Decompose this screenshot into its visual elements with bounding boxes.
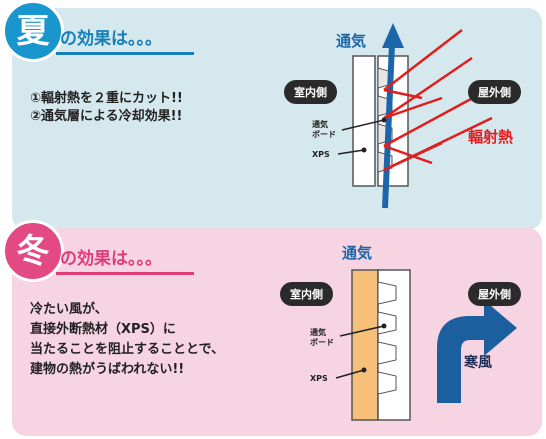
winter-board-ridges (377, 281, 397, 395)
summer-airflow-arrow (382, 43, 395, 209)
winter-heading: の効果は。。。 (60, 249, 162, 269)
summer-radiant-arrows (383, 29, 493, 172)
summer-panel: 夏 の効果は。。。 ①輻射熱を２重にカット!! ②通気層による冷却効果!! (2, 0, 542, 230)
summer-heading: の効果は。。。 (60, 29, 162, 49)
winter-cold-wind-label: 寒風 (464, 355, 492, 371)
winter-board-label: 通気 ボード (310, 328, 334, 348)
summer-badge: 夏 (2, 0, 64, 62)
summer-xps-leader (337, 149, 365, 155)
winter-xps-layer (351, 269, 379, 421)
summer-indoor-label: 室内側 (284, 80, 337, 104)
winter-xps-leader (335, 369, 365, 379)
summer-board-label-line1: 通気 (312, 120, 328, 129)
winter-board-leader (339, 325, 385, 337)
winter-board-label-line1: 通気 (310, 328, 326, 337)
winter-cold-wind-arrow (437, 300, 517, 403)
summer-airflow-arrowhead (382, 23, 404, 48)
summer-outdoor-label: 屋外側 (468, 80, 521, 104)
winter-airflow-label: 通気 (342, 244, 373, 262)
winter-heading-underline (56, 272, 194, 275)
summer-effect-2: ②通気層による冷却効果!! (30, 109, 183, 124)
summer-board-leader (341, 119, 385, 131)
winter-line-2: 直接外断熱材（XPS）に (30, 322, 176, 337)
winter-badge: 冬 (2, 220, 64, 282)
summer-xps-layer (352, 55, 376, 187)
winter-indoor-label: 室内側 (280, 282, 333, 306)
winter-outdoor-label: 屋外側 (468, 282, 521, 306)
winter-line-1: 冷たい風が、 (30, 302, 108, 317)
summer-board-label: 通気 ボード (312, 120, 336, 140)
winter-line-4: 建物の熱がうばわれない!! (30, 362, 185, 377)
summer-effect-1: ①輻射熱を２重にカット!! (30, 91, 183, 106)
winter-effect-text: 冷たい風が、 直接外断熱材（XPS）に 当たることを阻止することとで、 建物の熱… (30, 300, 224, 380)
summer-wall-diagram (337, 23, 493, 209)
summer-radiant-heat-label: 輻射熱 (468, 128, 514, 146)
winter-panel: 冬 の効果は。。。 冷たい風が、 直接外断熱材（XPS）に 当たることを阻止する… (2, 220, 542, 436)
summer-airflow-label: 通気 (336, 32, 367, 50)
summer-board-label-line2: ボード (312, 130, 336, 139)
summer-heading-underline (56, 52, 194, 55)
summer-effect-list: ①輻射熱を２重にカット!! ②通気層による冷却効果!! (30, 90, 183, 126)
winter-line-3: 当たることを阻止することとで、 (30, 342, 225, 357)
winter-xps-label: XPS (310, 374, 328, 383)
winter-wall-diagram (335, 269, 517, 421)
winter-board-label-line2: ボード (310, 338, 334, 347)
summer-xps-label: XPS (312, 150, 330, 159)
